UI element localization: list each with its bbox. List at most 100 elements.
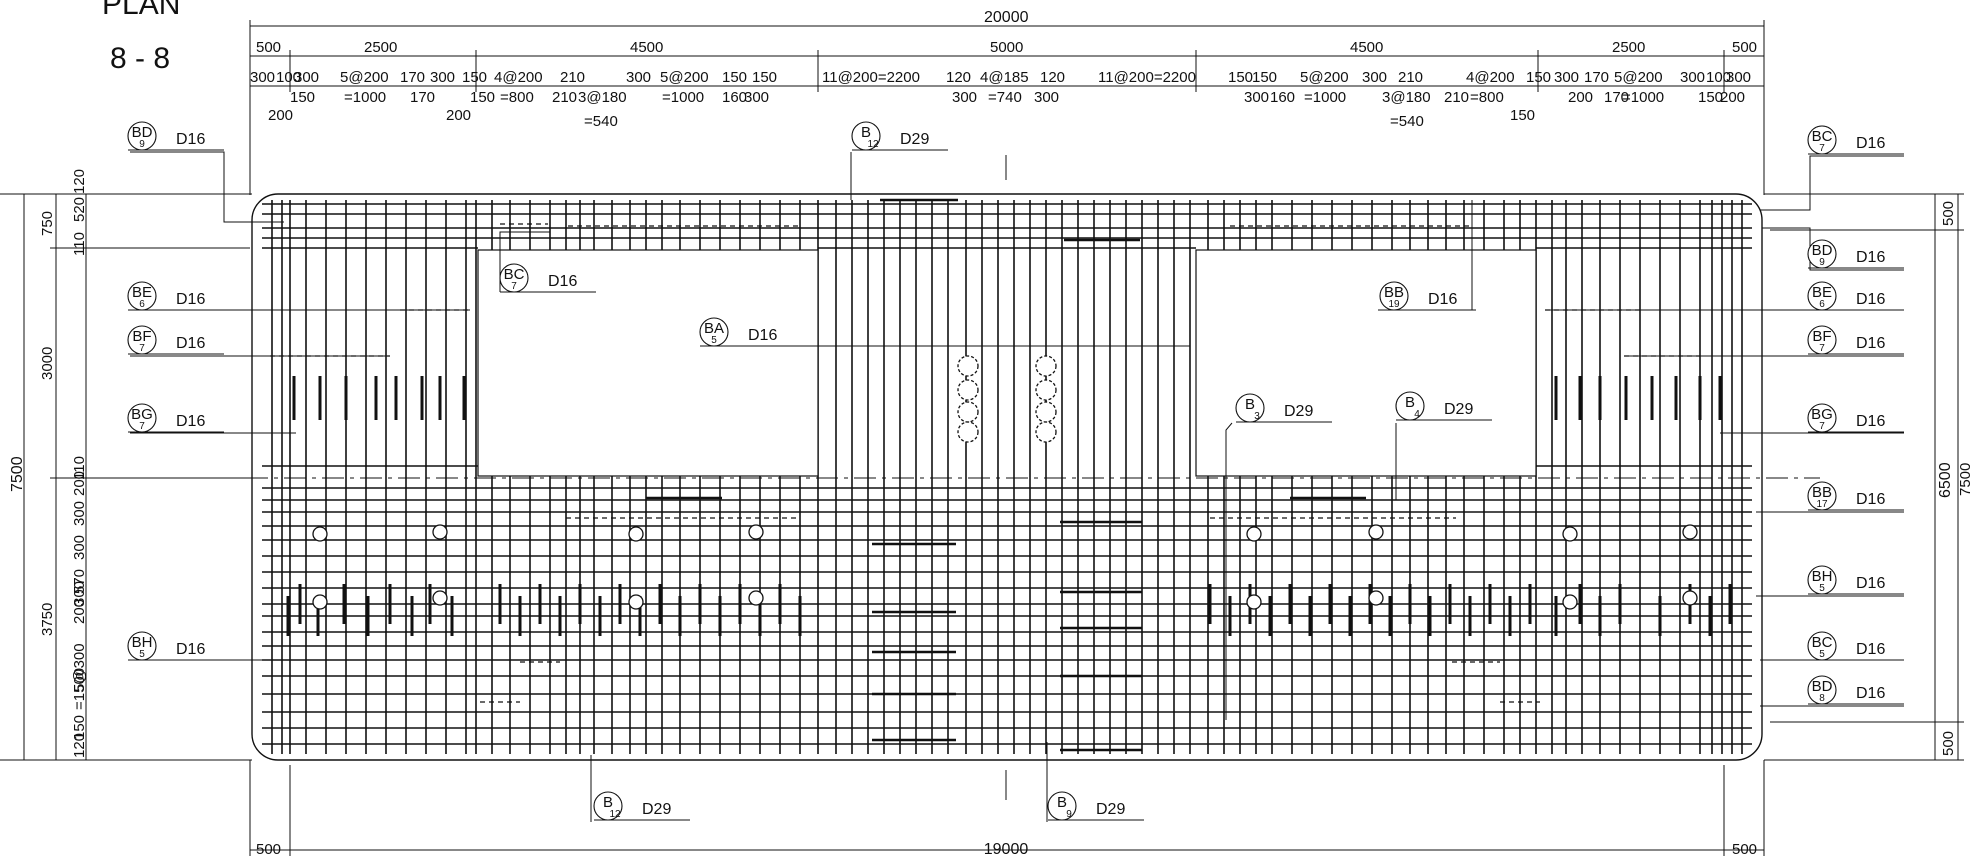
dim-left-small-item: 200 <box>71 599 88 624</box>
bar-mark-letter: BG <box>1811 406 1833 423</box>
anchor-circle <box>1246 594 1262 610</box>
bar-size-label: D16 <box>176 131 205 148</box>
anchor-circle <box>312 526 328 542</box>
dim-row2-item: 200 <box>1720 89 1745 106</box>
dim-row2-item: 210 <box>1444 89 1469 106</box>
dim-left-total: 7500 <box>9 456 26 492</box>
anchor-circle <box>1035 401 1057 423</box>
bar-mark-letter: BF <box>1812 328 1831 345</box>
callout-bf7-left: BF7 D16 <box>127 325 224 355</box>
bar-mark-number: 12 <box>609 809 621 820</box>
bar-mark-number: 7 <box>139 343 145 354</box>
dim-row2-item: 3@180 <box>1382 89 1431 106</box>
bar-mark-letter: BC <box>1812 128 1833 145</box>
dim-row3-item: 200 <box>268 107 293 124</box>
bar-size-label: D16 <box>1856 413 1885 430</box>
leader-lines <box>130 151 1904 822</box>
bar-mark-letter: BC <box>504 266 525 283</box>
bar-size-label: D16 <box>176 641 205 658</box>
dim-row1-item: 11@200=2200 <box>822 69 920 86</box>
bar-size-label: D29 <box>1444 401 1473 418</box>
callout-bf7-right: BF7 D16 <box>1807 325 1904 355</box>
anchor-circle <box>1562 526 1578 542</box>
bar-mark-number: 5 <box>711 335 717 346</box>
bar-mark-letter: B <box>1057 794 1067 811</box>
dim-row1-item: 150 <box>1228 69 1253 86</box>
dim-row2-item: 170 <box>410 89 435 106</box>
dim-row1-item: 100 <box>1706 69 1731 86</box>
anchor-circle <box>1035 355 1057 377</box>
bar-mark-letter: B <box>1245 396 1255 413</box>
bar-mark-number: 7 <box>1819 143 1825 154</box>
anchor-circle <box>748 524 764 540</box>
dim-row1-item: 300 <box>1726 69 1751 86</box>
bar-mark-number: 9 <box>1066 809 1072 820</box>
anchor-circle <box>432 590 448 606</box>
dim-row1-item: 210 <box>560 69 585 86</box>
dim-left-small-item: 120 <box>71 169 88 194</box>
bar-mark-letter: B <box>861 124 871 141</box>
bar-size-label: D16 <box>176 335 205 352</box>
dim-bottom-left: 500 <box>256 841 281 858</box>
dim-row1-item: 4@200 <box>494 69 543 86</box>
dim-row2-item: 300 <box>1244 89 1269 106</box>
dim-row1-item: 300 <box>250 69 275 86</box>
dim-right-bottom: 500 <box>1940 731 1957 756</box>
bar-mark-letter: BF <box>132 328 151 345</box>
dim-row1-item: 4@200 <box>1466 69 1515 86</box>
bar-size-label: D16 <box>1856 335 1885 352</box>
title-section: 8 - 8 <box>110 42 170 75</box>
bar-size-label: D16 <box>548 273 577 290</box>
bar-mark-letter: B <box>1405 394 1415 411</box>
bar-size-label: D16 <box>1856 575 1885 592</box>
dim-left-small-item: 520 <box>71 197 88 222</box>
bar-mark-number: 9 <box>1819 257 1825 268</box>
dim-row3-item: 200 <box>446 107 471 124</box>
dim-row1-item: 11@200=2200 <box>1098 69 1196 86</box>
bar-mark-number: 7 <box>1819 343 1825 354</box>
title-plan: PLAN <box>102 0 180 21</box>
dim-row1-item: 120 <box>946 69 971 86</box>
bar-mark-letter: BE <box>132 284 152 301</box>
anchor-circle <box>1368 524 1384 540</box>
dim-row1-item: 150 <box>722 69 747 86</box>
dim-row1-item: 300 <box>430 69 455 86</box>
dim-top-total: 20000 <box>984 9 1029 26</box>
bar-mark-letter: BH <box>132 634 153 651</box>
bar-mark-number: 5 <box>139 649 145 660</box>
dim-row1-item: 4@185 <box>980 69 1029 86</box>
anchor-circle <box>1682 524 1698 540</box>
dim-left-small-item: 300 <box>71 581 88 606</box>
anchor-circle <box>1035 379 1057 401</box>
dim-row1-item: 170 <box>1584 69 1609 86</box>
dim-top-seg-1: 500 <box>256 39 281 56</box>
bar-size-label: D29 <box>900 131 929 148</box>
dim-row1-item: 120 <box>1040 69 1065 86</box>
bar-mark-letter: BB <box>1384 284 1404 301</box>
dim-left-small-item: 300 <box>71 535 88 560</box>
dim-row1-item: 150 <box>1252 69 1277 86</box>
bar-mark-letter: BA <box>704 320 724 337</box>
dim-row1-item: 300 <box>1362 69 1387 86</box>
anchor-circle <box>957 379 979 401</box>
dim-bottom-right: 500 <box>1732 841 1757 858</box>
bar-mark-number: 7 <box>139 421 145 432</box>
dim-row1-item: 300 <box>294 69 319 86</box>
dim-top-seg-7: 500 <box>1732 39 1757 56</box>
callout-bh5-left: BH5 D16 <box>127 631 224 661</box>
dim-row1-item: 5@200 <box>660 69 709 86</box>
dim-row2-item: 300 <box>1034 89 1059 106</box>
dim-left-small-item: 5@300 <box>71 643 88 692</box>
dim-row2-item: =800 <box>1470 89 1504 106</box>
anchor-circle <box>957 421 979 443</box>
dim-row2-item: 150 <box>290 89 315 106</box>
